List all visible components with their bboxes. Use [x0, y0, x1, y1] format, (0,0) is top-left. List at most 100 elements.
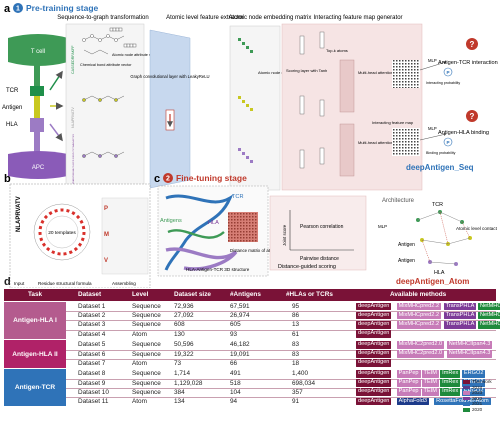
cell-hlas: 13: [292, 321, 300, 329]
cell-dataset: Dataset 10: [78, 388, 109, 396]
output-antigen-tcr: Antigen-TCR interaction: [438, 60, 498, 66]
model-name-atom: deepAntigen_Atom: [396, 277, 469, 286]
method-tag: deepAntigen: [356, 321, 392, 329]
method-tag: ImRex: [440, 379, 461, 387]
method-tag: deepAntigen: [356, 397, 392, 406]
cell-level: Sequence: [132, 379, 161, 387]
header-size: Dataset size: [174, 291, 211, 298]
legend-item: This work: [463, 379, 492, 384]
cell-antigens: 66: [230, 359, 238, 367]
method-tag: MixMHC2pred2.0: [396, 350, 445, 358]
method-tag: NetMHCIIpan4.3: [446, 340, 493, 349]
cell-level: Atom: [132, 359, 147, 367]
step-2-badge: [163, 173, 173, 183]
wheel-center-label: 20 templates: [48, 230, 76, 236]
cell-antigens: 94: [230, 398, 238, 405]
cell-antigens: 491: [230, 370, 241, 378]
bprob-annot: Binding probability: [426, 151, 456, 155]
feature-maps: MLP MLP P P Interacting probability Bind…: [392, 58, 460, 156]
cell-level: Sequence: [132, 321, 161, 329]
panel-b-letter: b: [4, 173, 11, 185]
legend-swatch: [463, 396, 470, 401]
antigen-label: Antigen: [2, 105, 22, 111]
cell-hlas: 83: [292, 341, 300, 349]
cell-size: 384: [174, 388, 185, 396]
struct-label: HLA-Antigen-TCR 3D structure: [186, 267, 250, 272]
seq-label-antigen: NLAPRVATV: [71, 107, 75, 128]
assembly-column: P M V: [101, 197, 149, 275]
contact-graphs: TCR Antigen Atomic level contact Antigen…: [378, 202, 498, 276]
label-residue-formula: Residue structural formula: [38, 281, 92, 286]
mha-annot-2: Multi-head attention: [358, 140, 393, 145]
method-tag: deepAntigen: [356, 388, 392, 397]
cell-antigens: 605: [230, 321, 241, 329]
topk-annot: Top-k atoms: [326, 48, 348, 53]
label-input: Input: [14, 281, 25, 286]
method-tag: TransPHLA: [443, 302, 477, 311]
question-icon: [466, 38, 478, 50]
cell-dataset: Dataset 7: [78, 359, 106, 367]
method-tag: MixMHC2pred2.0: [396, 340, 445, 349]
contact-antigen-label-2: Antigen: [398, 258, 415, 264]
cell-hlas: 1,400: [292, 370, 308, 378]
distance-matrix: Distance matrix of atom pairs: [228, 212, 288, 253]
cell-size: 73: [174, 359, 182, 367]
legend-label: 2021: [472, 401, 483, 407]
antigens-3d-label: Antigens: [160, 218, 182, 224]
p-node-2: [443, 137, 453, 147]
method-tag: TransPHLA: [443, 321, 477, 329]
cell-dataset: Dataset 9: [78, 379, 106, 387]
cell-antigens: 26,974: [230, 312, 250, 320]
method-tag: MixMHCpred2.2: [396, 321, 442, 329]
legend-label: 2020: [472, 407, 483, 412]
cell-hlas: 698,034: [292, 379, 316, 387]
cell-antigens: 46,182: [230, 341, 250, 349]
tcr-label: TCR: [6, 88, 19, 94]
method-tag: RosettaFold All-Atom: [434, 397, 491, 406]
output-antigen-hla: Antigen-HLA binding: [438, 130, 489, 136]
method-tag: ImRex: [440, 370, 461, 378]
legend-item: 2024: [463, 385, 482, 390]
cell-size: 19,322: [174, 350, 194, 358]
cell-level: Sequence: [132, 388, 161, 396]
structure-box: TCR Antigens HLA HLA-Antigen-TCR 3D stru…: [157, 185, 269, 277]
row-divider: [66, 387, 496, 389]
legend-label: 2023: [472, 390, 483, 396]
mlp-annot-3: MLP: [378, 224, 387, 229]
cell-dataset: Dataset 2: [78, 312, 106, 320]
legend-swatch: [463, 379, 470, 384]
cell-level: Atom: [132, 330, 147, 338]
step-1-number: 1: [16, 6, 20, 13]
seq-label-hla: YFAMYGEKVAHTHVDTLYVRYHYYTWAVLAYTWY: [72, 133, 75, 184]
input-sequence: NLAPRVATV: [16, 196, 22, 232]
cell-dataset: Dataset 1: [78, 303, 106, 310]
contact-hla-label: HLA: [434, 270, 445, 276]
method-tag: TEIM: [421, 388, 439, 397]
cell-antigens: 19,091: [230, 350, 250, 358]
cell-hlas: 95: [292, 303, 300, 310]
cell-dataset: Dataset 8: [78, 370, 106, 378]
legend-swatch: [463, 407, 470, 412]
gcn-annot: Graph convolutional layer with LeakyReLU: [130, 74, 209, 79]
cell-antigens: 93: [230, 330, 238, 338]
method-tag: NetMHCpan4.1: [477, 321, 500, 329]
row-divider: [66, 378, 496, 380]
cell-hlas: 83: [292, 350, 300, 358]
cell-hlas: 86: [292, 312, 300, 320]
gcn-column: Graph convolutional layer with LeakyReLU: [130, 29, 210, 189]
contact-tcr-label: TCR: [432, 202, 443, 208]
col-label-featuremap: Interacting feature map generator: [313, 15, 402, 21]
pairwise-label: Pairwise distance: [300, 256, 339, 262]
method-tag: deepAntigen: [356, 311, 392, 320]
label-assembling: Assembling: [112, 281, 136, 286]
table-header: Task Dataset Level Dataset size #Antigen…: [4, 289, 496, 301]
method-tag: NetMHCpan4.1: [477, 302, 500, 311]
cell-size: 50,596: [174, 341, 194, 349]
method-tag: MixMHCpred2.2: [396, 302, 442, 311]
template-wheel: 20 templates: [33, 203, 91, 261]
